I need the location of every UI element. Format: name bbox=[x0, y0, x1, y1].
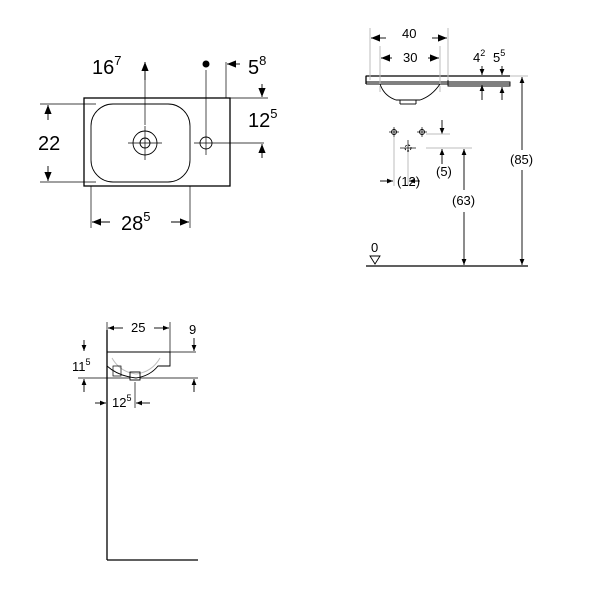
dim-bowl-width: 30 bbox=[403, 50, 417, 65]
floor-level-icon bbox=[369, 255, 381, 265]
side-view: 25 9 115 125 bbox=[72, 320, 198, 561]
plan-view: 167 58 125 22 285 bbox=[38, 53, 277, 235]
dim-floor: 0 bbox=[371, 240, 378, 255]
dim-bowl: 285 bbox=[121, 209, 150, 235]
dim-trap-width: (12) bbox=[397, 174, 420, 189]
bowl-outline bbox=[90, 103, 191, 183]
tap-symbols-icon bbox=[389, 127, 427, 156]
dim-drain-offset: 125 bbox=[112, 393, 131, 410]
dim-drain-height: (63) bbox=[452, 193, 475, 208]
dim-bowl-height: 115 bbox=[72, 357, 91, 374]
dim-rim-side: 9 bbox=[189, 322, 196, 337]
front-view: 40 30 42 55 bbox=[365, 26, 533, 267]
dim-offset: 125 bbox=[248, 106, 277, 132]
dim-depth: 25 bbox=[131, 320, 145, 335]
basin-profile bbox=[106, 351, 171, 379]
dim-trap-height: (5) bbox=[436, 164, 452, 179]
dim-rim: 42 bbox=[473, 48, 485, 65]
dim-edge: 55 bbox=[493, 48, 505, 65]
dim-total: 40 bbox=[402, 26, 416, 41]
dim-height: 22 bbox=[38, 133, 60, 155]
dim-tap: 58 bbox=[248, 53, 266, 79]
basin-outline bbox=[83, 97, 231, 187]
bowl-profile bbox=[379, 83, 441, 101]
dim-width: 167 bbox=[92, 53, 121, 79]
dim-rim-height: (85) bbox=[510, 152, 533, 167]
